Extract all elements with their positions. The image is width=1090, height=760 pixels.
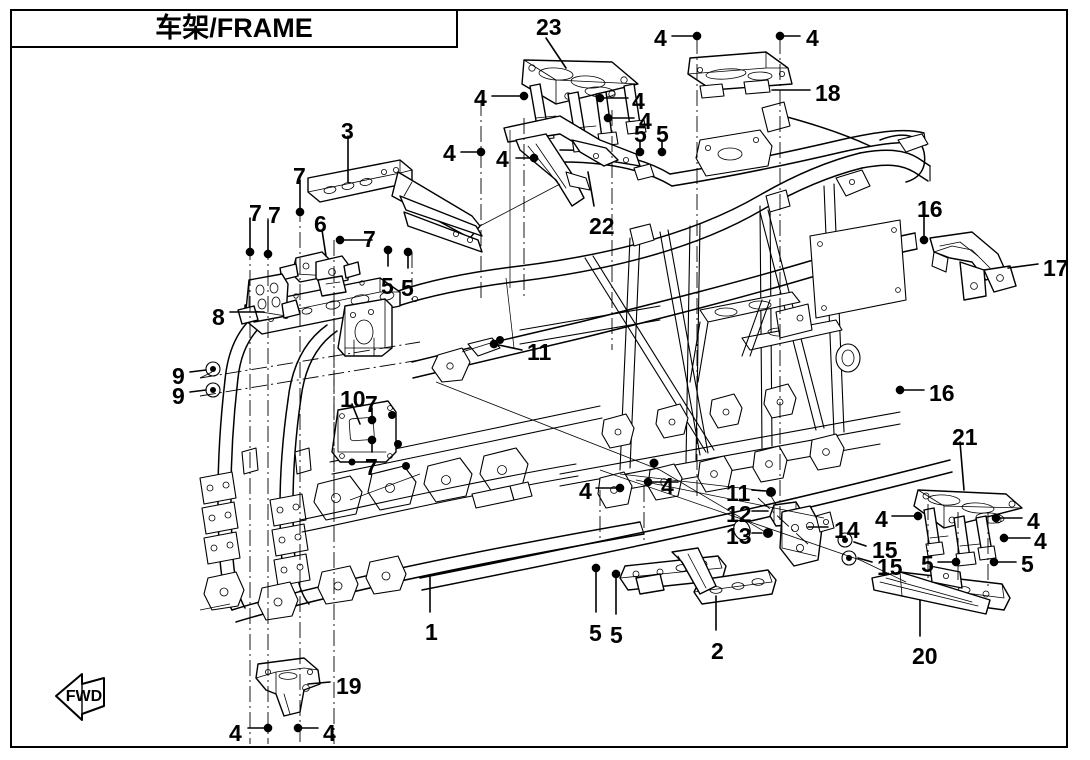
- projection-lines: [199, 130, 907, 611]
- page-border: [10, 9, 1068, 748]
- part-22-brace: [503, 115, 641, 207]
- part-17-bracket: [929, 231, 1017, 301]
- callout-number-12: 12: [726, 501, 752, 527]
- svg-text:FWD: FWD: [66, 688, 102, 705]
- callout-number-5: 5: [610, 622, 623, 648]
- callout-number-5: 5: [589, 620, 602, 646]
- callout-number-5: 5: [1021, 551, 1034, 577]
- callout-number-4: 4: [443, 140, 456, 166]
- callout-number-4: 4: [1027, 508, 1040, 534]
- callout-number-5: 5: [921, 551, 934, 577]
- callout-number-20: 20: [912, 643, 938, 669]
- callout-number-15: 15: [872, 537, 898, 563]
- callout-number-4: 4: [1034, 528, 1047, 554]
- diagram-title-box: 车架/FRAME: [10, 9, 458, 48]
- callout-number-15: 15: [877, 554, 903, 580]
- callout-number-16: 16: [929, 380, 955, 406]
- callout-number-9: 9: [172, 363, 185, 389]
- callout-number-14: 14: [834, 517, 860, 543]
- callout-number-9: 9: [172, 383, 185, 409]
- callout-number-16: 16: [917, 196, 943, 222]
- part-2-beam: [619, 547, 777, 605]
- callout-number-4: 4: [229, 720, 242, 746]
- callout-number-17: 17: [1043, 255, 1069, 281]
- part-19-bracket: [255, 657, 321, 717]
- callout-number-21: 21: [952, 424, 978, 450]
- callout-number-8: 8: [212, 304, 225, 330]
- part-6-bracket: [279, 251, 361, 297]
- callout-number-7: 7: [268, 202, 281, 228]
- callout-number-18: 18: [815, 80, 841, 106]
- part-18-bracket: [687, 51, 793, 99]
- callout-number-4: 4: [639, 108, 652, 134]
- callout-number-11: 11: [527, 339, 552, 365]
- part-20-beam: [871, 565, 1011, 615]
- callout-number-2: 2: [711, 638, 724, 664]
- callout-number-4: 4: [632, 88, 645, 114]
- callout-number-4: 4: [496, 146, 509, 172]
- callout-number-23: 23: [536, 14, 562, 40]
- callout-number-4: 4: [474, 85, 487, 111]
- callout-number-13: 13: [726, 523, 752, 549]
- callout-number-11: 11: [726, 480, 751, 506]
- callout-number-22: 22: [589, 213, 615, 239]
- callout-number-4: 4: [323, 720, 336, 746]
- parts-cluster-11-14: [763, 487, 857, 567]
- callout-number-7: 7: [365, 391, 378, 417]
- callout-number-7: 7: [363, 226, 376, 252]
- callout-number-4: 4: [875, 506, 888, 532]
- part-9-washers: [205, 361, 221, 398]
- callout-number-5: 5: [401, 275, 414, 301]
- callout-number-3: 3: [341, 118, 354, 144]
- callout-number-5: 5: [381, 273, 394, 299]
- callout-number-4: 4: [806, 25, 819, 51]
- part-3-crossmember: [307, 159, 483, 253]
- callout-number-4: 4: [654, 25, 667, 51]
- callout-number-7: 7: [249, 200, 262, 226]
- callout-number-10: 10: [340, 386, 366, 412]
- page-title: 车架/FRAME: [155, 13, 313, 43]
- callout-number-1: 1: [425, 619, 438, 645]
- callout-number-19: 19: [336, 673, 362, 699]
- callout-number-5: 5: [656, 121, 669, 147]
- alignment-axes: [199, 38, 989, 744]
- callout-number-7: 7: [293, 163, 306, 189]
- chassis-frame-main: [199, 101, 953, 623]
- callout-leaders: [189, 31, 1039, 733]
- callout-number-4: 4: [661, 473, 674, 499]
- callout-number-4: 4: [579, 478, 592, 504]
- callout-number-5: 5: [634, 121, 647, 147]
- callout-number-6: 6: [314, 211, 327, 237]
- fwd-arrow-icon: FWD: [55, 673, 105, 721]
- callout-number-7: 7: [365, 454, 378, 480]
- part-8-bracket: [237, 273, 301, 325]
